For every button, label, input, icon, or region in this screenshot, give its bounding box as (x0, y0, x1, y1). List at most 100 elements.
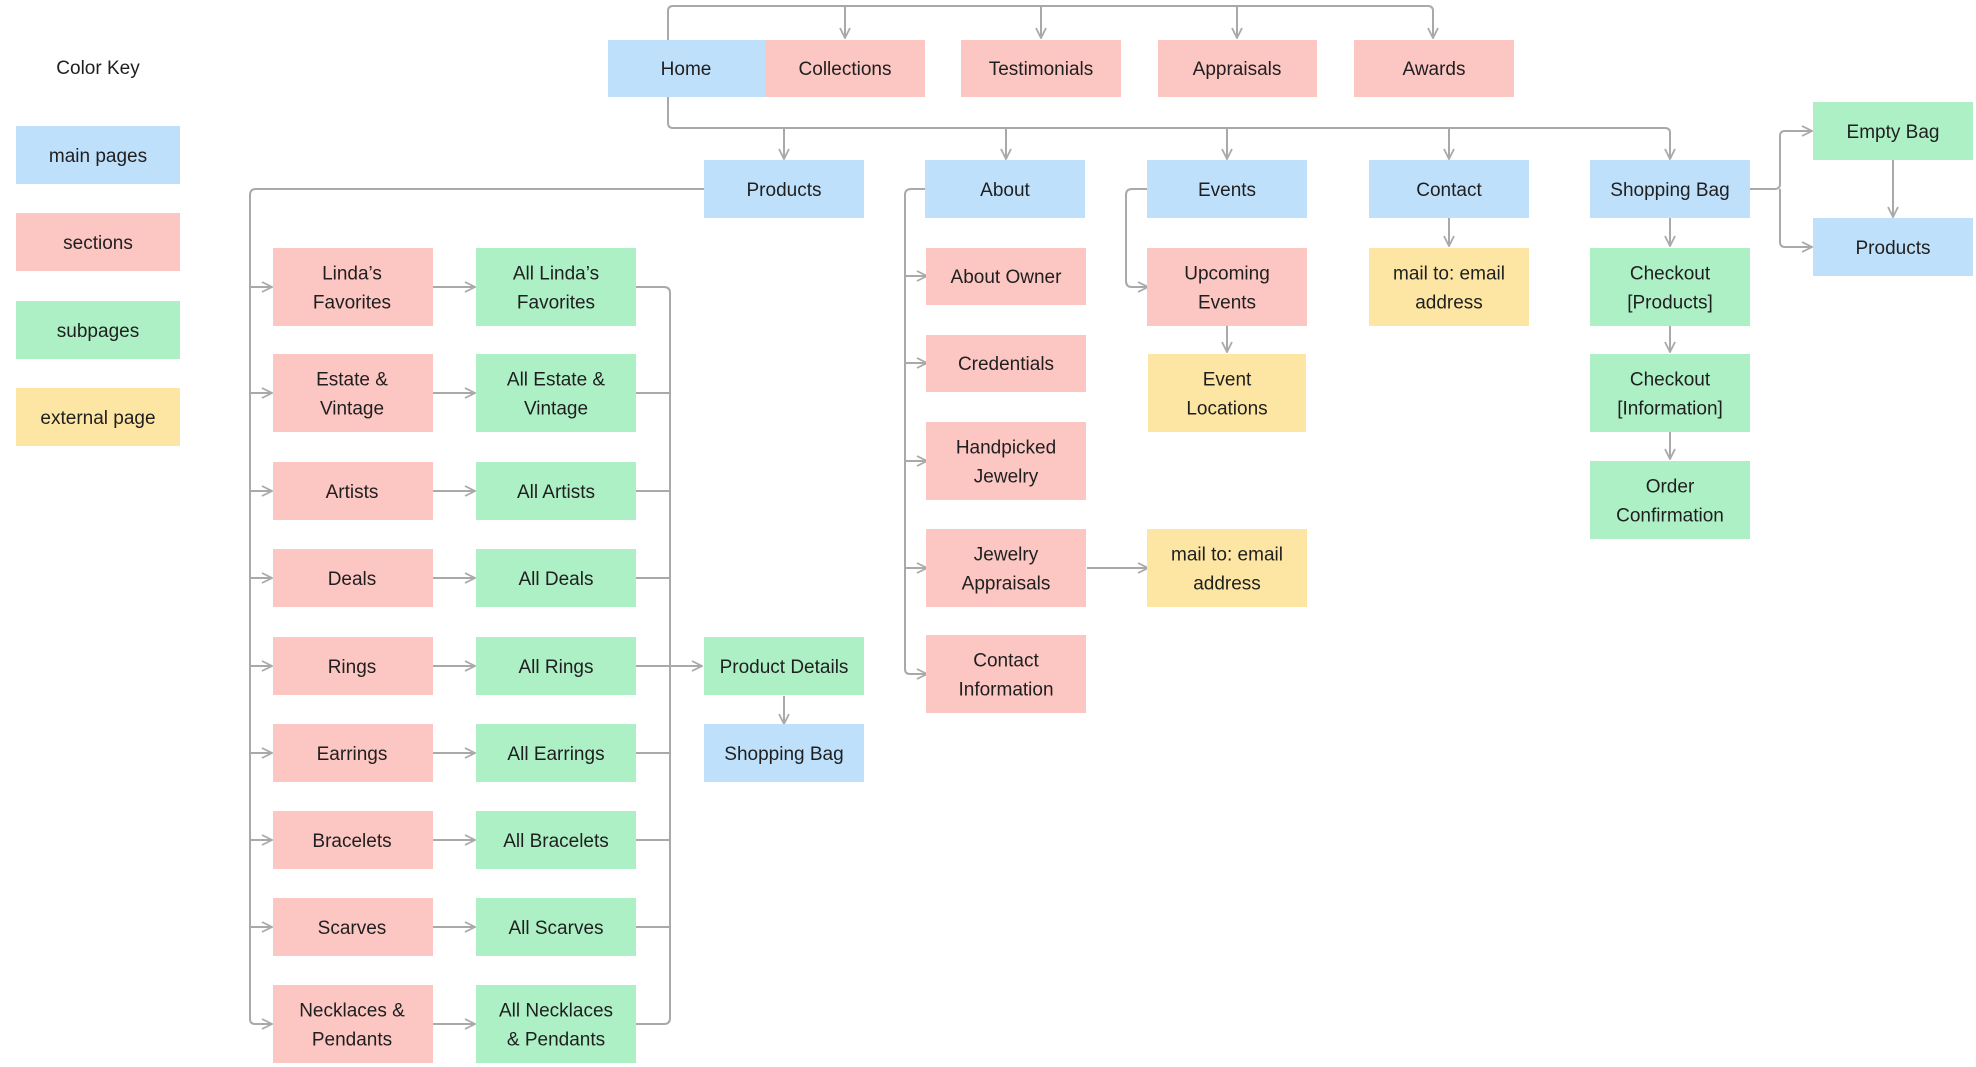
connector-about-left-bus (904, 188, 927, 674)
node-label-line: Artists (326, 482, 379, 503)
node-label-line: All Estate & (507, 370, 606, 391)
node-shopping-bag-mid-label: Shopping Bag (724, 744, 843, 765)
node-artists: Artists (273, 462, 433, 520)
node-bracelets-label: Bracelets (312, 831, 391, 852)
node-label-line: Product Details (720, 657, 849, 678)
node-checkout-products: Checkout[Products] (1590, 248, 1750, 326)
connector-bag-split (1750, 131, 1812, 190)
node-empty-bag-label: Empty Bag (1847, 122, 1940, 143)
node-home: Home (608, 40, 765, 97)
node-shopping-bag-top: Shopping Bag (1590, 160, 1750, 218)
node-mail-contact-box (1369, 248, 1529, 326)
node-all-rings-label: All Rings (519, 657, 594, 678)
node-shopping-bag-mid: Shopping Bag (704, 724, 864, 782)
node-label-line: Information (958, 680, 1053, 701)
node-contact-label: Contact (1416, 180, 1482, 201)
node-rings-label: Rings (328, 657, 377, 678)
node-event-locations-box (1148, 354, 1306, 432)
node-all-scarves-box (476, 898, 636, 956)
node-label-line: Upcoming (1184, 264, 1270, 285)
connector-events-to-upcoming (1125, 188, 1148, 287)
node-all-lindas-favorites-box (476, 248, 636, 326)
node-label-line: Checkout (1630, 370, 1711, 391)
node-label-line: Favorites (517, 293, 595, 314)
node-appraisals-box (1158, 40, 1317, 97)
node-label-line: Shopping Bag (1610, 180, 1729, 201)
node-all-bracelets-label: All Bracelets (503, 831, 609, 852)
node-events-box (1147, 160, 1307, 218)
node-label-line: Products (1856, 238, 1931, 259)
node-label-line: Collections (799, 59, 892, 80)
node-shopping-bag-top-label: Shopping Bag (1610, 180, 1729, 201)
node-estate-vintage: Estate &Vintage (273, 354, 433, 432)
node-scarves-label: Scarves (318, 918, 387, 939)
node-about-owner-label: About Owner (951, 267, 1063, 288)
node-label-line: All Scarves (508, 918, 603, 939)
node-rings: Rings (273, 637, 433, 695)
node-bracelets: Bracelets (273, 811, 433, 869)
node-collections: Collections (765, 40, 925, 97)
key-swatch-external (16, 388, 180, 446)
node-all-scarves-label: All Scarves (508, 918, 603, 939)
color-key: Color Key main pages sections subpages e… (16, 58, 180, 446)
node-all-deals-box (476, 549, 636, 607)
node-label-line: Awards (1402, 59, 1465, 80)
node-all-deals-label: All Deals (519, 569, 594, 590)
node-all-necklaces-pendants-label: All Necklaces& Pendants (499, 1001, 613, 1051)
connector-bag-to-products (1779, 189, 1812, 247)
connector-all-right-bus (636, 286, 671, 1025)
node-events: Events (1147, 160, 1307, 218)
node-label-line: Order (1646, 477, 1695, 498)
connector-home-top-bus (667, 5, 1433, 40)
node-all-earrings: All Earrings (476, 724, 636, 782)
node-label-line: Confirmation (1616, 506, 1724, 527)
node-all-estate-vintage: All Estate &Vintage (476, 354, 636, 432)
node-artists-label: Artists (326, 482, 379, 503)
node-label-line: All Necklaces (499, 1001, 613, 1022)
key-label-main: main pages (49, 146, 147, 167)
node-label-line: Contact (973, 651, 1039, 672)
node-bracelets-box (273, 811, 433, 869)
node-label-line: Jewelry (974, 545, 1039, 566)
node-label-line: address (1415, 293, 1483, 314)
node-label-line: Rings (328, 657, 377, 678)
node-checkout-information-box (1590, 354, 1750, 432)
node-order-confirmation-box (1590, 461, 1750, 539)
node-necklaces-pendants-box (273, 985, 433, 1063)
node-all-scarves: All Scarves (476, 898, 636, 956)
node-awards-box (1354, 40, 1514, 97)
node-contact-box (1369, 160, 1529, 218)
node-contact-information-box (926, 635, 1086, 713)
node-label-line: Necklaces & (299, 1001, 405, 1022)
node-mail-appraisals-label: mail to: email address (1171, 545, 1283, 595)
node-label-line: mail to: email (1171, 545, 1283, 566)
key-label-subpage: subpages (57, 321, 139, 342)
node-earrings-label: Earrings (317, 744, 388, 765)
node-all-estate-vintage-label: All Estate &Vintage (507, 370, 606, 420)
node-label-line: address (1193, 574, 1261, 595)
node-label-line: Vintage (320, 399, 384, 420)
key-swatch-subpage (16, 301, 180, 359)
node-all-necklaces-pendants-box (476, 985, 636, 1063)
node-label-line: All Deals (519, 569, 594, 590)
node-about: About (925, 160, 1085, 218)
node-testimonials-label: Testimonials (989, 59, 1094, 80)
node-label-line: Testimonials (989, 59, 1094, 80)
node-label-line: All Linda’s (513, 264, 599, 285)
node-shopping-bag-top-box (1590, 160, 1750, 218)
node-appraisals-label: Appraisals (1193, 59, 1282, 80)
node-checkout-information-label: Checkout[Information] (1617, 370, 1723, 420)
node-products-right-box (1813, 218, 1973, 276)
